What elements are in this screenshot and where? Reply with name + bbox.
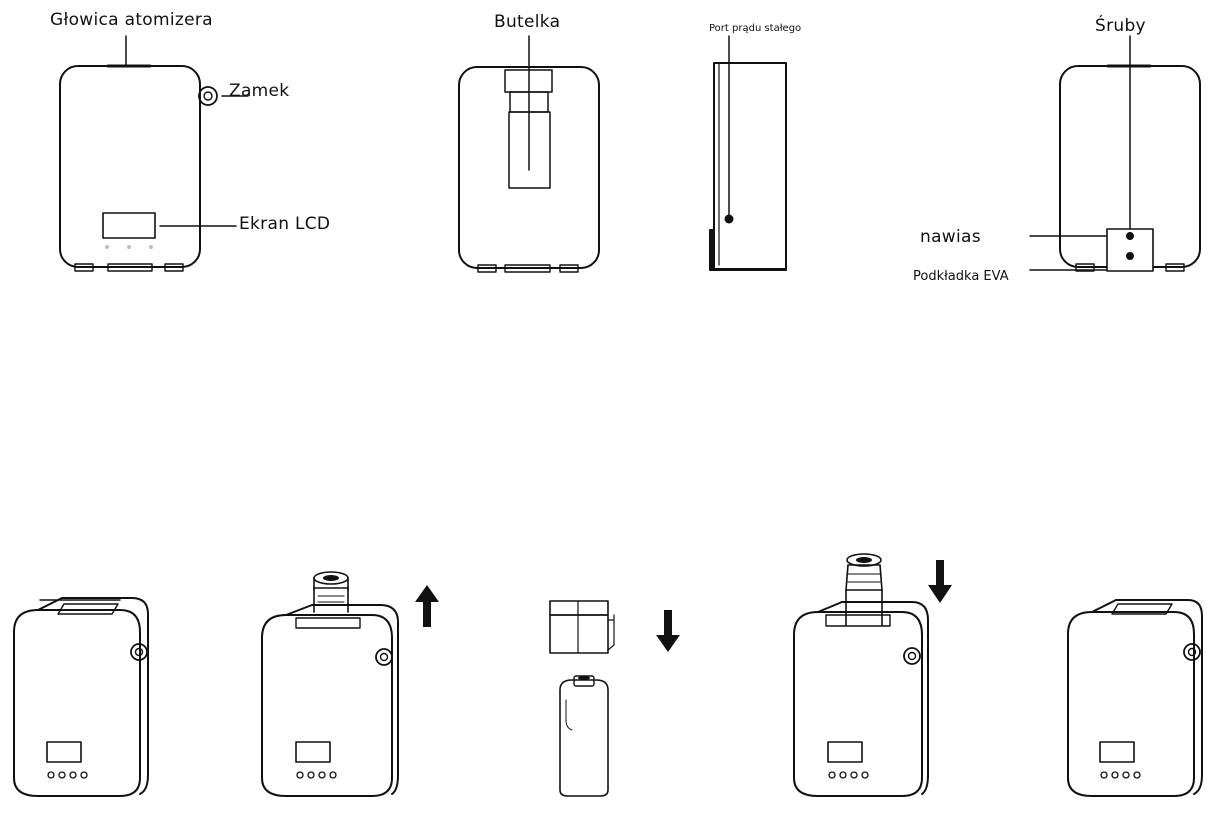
- label-bracket: nawias: [920, 227, 981, 247]
- bottle-view-device: [459, 36, 599, 272]
- up-arrow-icon: [415, 585, 439, 627]
- screw-icon: [1127, 233, 1133, 239]
- step1-device-closed: [14, 598, 148, 796]
- label-bottle: Butelka: [494, 12, 561, 32]
- label-screws: Śruby: [1095, 16, 1146, 36]
- label-eva-pad: Podkładka EVA: [913, 269, 1009, 284]
- back-view-device: [1030, 36, 1200, 271]
- lcd-screen-outline: [103, 213, 155, 238]
- side-view-device: [710, 36, 786, 270]
- down-arrow-icon: [928, 560, 952, 603]
- step5-device-closed: [1068, 600, 1202, 796]
- label-dc-port: Port prądu stałego: [709, 23, 802, 34]
- screw-icon: [1127, 253, 1133, 259]
- step2-device-bottle-removed: [262, 572, 398, 796]
- step4-device-bottle-inserted: [794, 554, 928, 796]
- label-lcd-screen: Ekran LCD: [239, 214, 331, 234]
- step3-replacement-bottle: [550, 601, 614, 796]
- dc-port-icon: [726, 216, 733, 223]
- front-view-device: [60, 36, 248, 271]
- down-arrow-icon: [656, 610, 680, 652]
- label-atomizer-head: Głowica atomizera: [50, 10, 213, 30]
- lock-knob-icon: [199, 87, 217, 105]
